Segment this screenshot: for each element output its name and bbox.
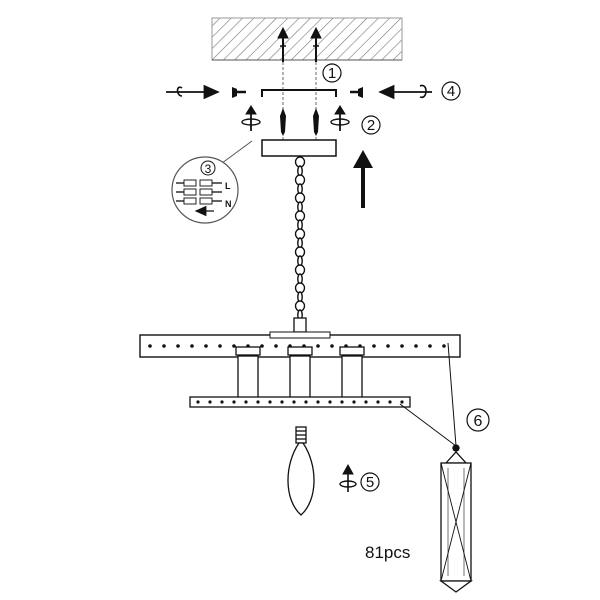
frame-bead — [388, 400, 392, 404]
step-4-marker: 4 — [441, 81, 461, 101]
step-2-number: 2 — [367, 117, 375, 134]
rotate-arrow-icon — [166, 84, 220, 100]
frame-bead — [220, 400, 224, 404]
frame-bead — [292, 400, 296, 404]
frame-bead — [340, 400, 344, 404]
frame-bead — [162, 344, 166, 348]
frame-bead — [256, 400, 260, 404]
step-4-number: 4 — [447, 83, 455, 100]
right-screw-assembly — [350, 84, 432, 100]
bulb-icon — [287, 426, 315, 516]
wiring-detail: 3 L N — [171, 140, 253, 224]
frame-bead — [386, 344, 390, 348]
canopy — [261, 139, 337, 157]
frame-bead — [400, 344, 404, 348]
step-3-number: 3 — [205, 162, 212, 176]
step-5-marker: 5 — [360, 472, 380, 492]
bracket-screws — [280, 108, 319, 136]
wire-live-label: L — [225, 181, 231, 191]
frame-bead — [364, 400, 368, 404]
step-5-number: 5 — [366, 474, 374, 491]
bottom-frame — [189, 396, 411, 408]
frame-bead — [352, 400, 356, 404]
mounting-bracket — [261, 62, 337, 140]
frame-bead — [260, 344, 264, 348]
step-2-marker: 2 — [361, 115, 381, 135]
frame-bead — [316, 344, 320, 348]
crystal-hanger-wire — [399, 342, 457, 447]
step-1-marker: 1 — [322, 63, 342, 83]
frame-bead — [400, 400, 404, 404]
bulb-rotate-icon — [339, 463, 357, 492]
frame-bead — [196, 400, 200, 404]
crystal-prism-icon — [439, 444, 473, 593]
left-screw-assembly — [166, 84, 246, 100]
ceiling-icon — [211, 17, 403, 61]
chain — [294, 156, 306, 321]
screw-icon — [232, 87, 246, 98]
frame-bead — [316, 400, 320, 404]
frame-bead — [244, 400, 248, 404]
wire-neutral-label: N — [225, 199, 232, 209]
frame-bead — [208, 400, 212, 404]
frame-bead — [274, 344, 278, 348]
frame-bead — [280, 400, 284, 404]
frame-bead — [330, 344, 334, 348]
frame-bead — [268, 400, 272, 404]
frame-bead — [304, 400, 308, 404]
frame-bead — [232, 344, 236, 348]
frame-bead — [428, 344, 432, 348]
step-6-marker: 6 — [466, 408, 490, 432]
candle-cups — [235, 346, 365, 399]
step-1-number: 1 — [328, 65, 336, 82]
frame-bead — [148, 344, 152, 348]
frame-bead — [218, 344, 222, 348]
frame-bead — [414, 344, 418, 348]
step-6-number: 6 — [474, 413, 483, 430]
left-screw-rotate-icon — [241, 105, 261, 131]
frame-bead — [372, 344, 376, 348]
right-screw-rotate-icon — [330, 105, 350, 131]
frame-bead — [232, 400, 236, 404]
frame-bead — [442, 344, 446, 348]
screw-icon — [350, 87, 363, 98]
frame-bead — [376, 400, 380, 404]
crystal-quantity-label: 81pcs — [365, 543, 410, 562]
chain-connector — [293, 317, 307, 333]
frame-bead — [204, 344, 208, 348]
top-frame — [139, 331, 461, 358]
ceiling-anchors — [277, 26, 322, 62]
frame-bead — [176, 344, 180, 348]
rotate-arrow-icon — [378, 84, 432, 100]
up-arrow-icon — [353, 150, 373, 208]
frame-bead — [328, 400, 332, 404]
frame-bead — [190, 344, 194, 348]
